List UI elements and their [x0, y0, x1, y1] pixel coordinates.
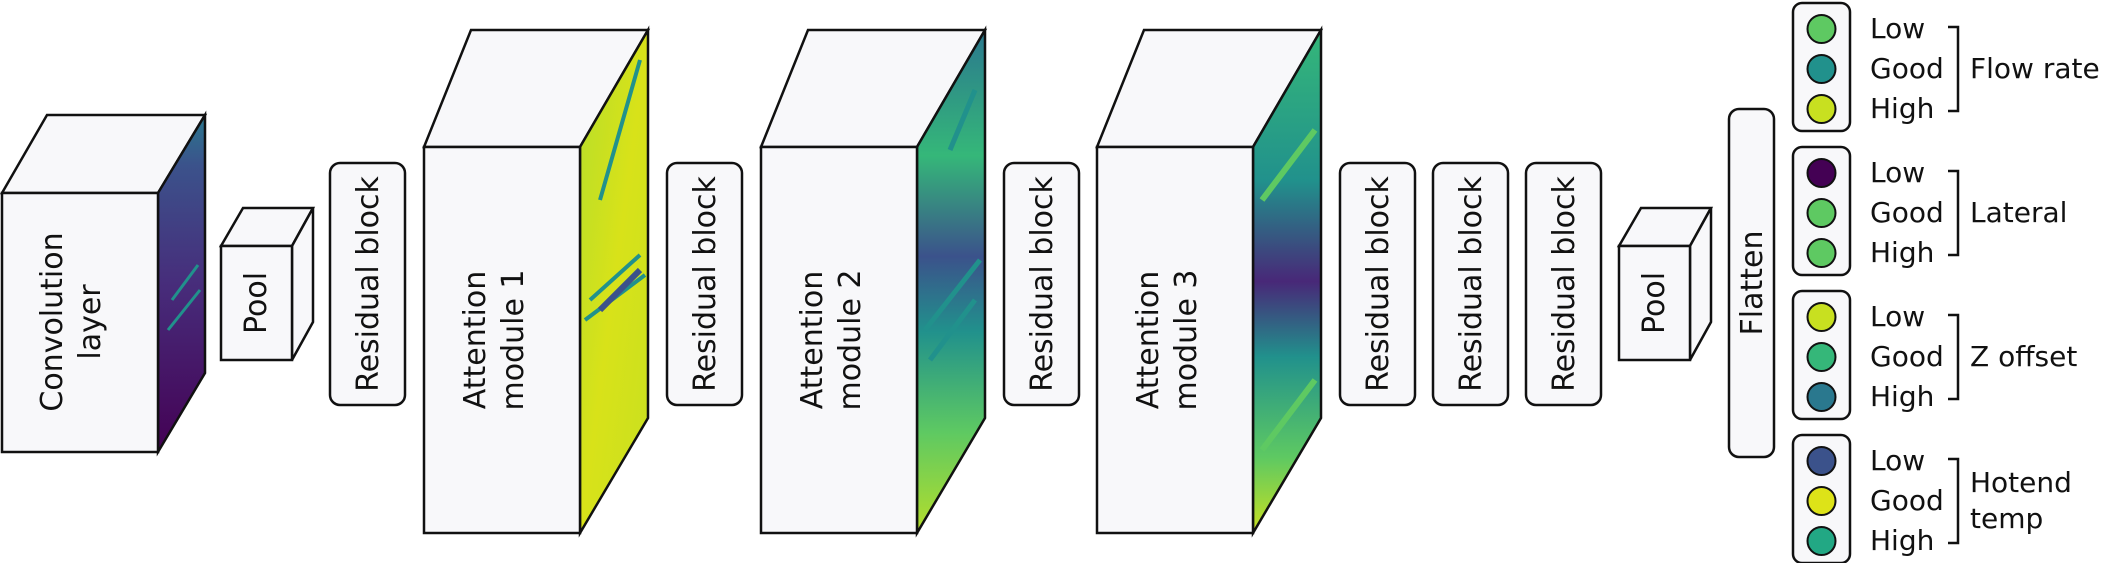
class-label: Good [1870, 340, 1944, 373]
class-indicator-circle [1808, 15, 1836, 43]
output-head-name: Flow rate [1970, 52, 2100, 85]
residual-block-1: Residual block [330, 163, 405, 405]
attention-module-3: Attention module 3 [1097, 30, 1321, 533]
group-bracket [1948, 315, 1958, 399]
conv-label-line2: layer [73, 284, 108, 360]
class-indicator-circle [1808, 303, 1836, 331]
class-label: Low [1870, 300, 1925, 333]
res2-label: Residual block [688, 175, 723, 391]
residual-block-3: Residual block [1004, 163, 1079, 405]
group-bracket [1948, 459, 1958, 543]
conv-label-line1: Convolution [35, 232, 70, 411]
class-indicator-circle [1808, 239, 1836, 267]
residual-block-5: Residual block [1433, 163, 1508, 405]
pool1-label: Pool [239, 272, 274, 334]
class-label: Low [1870, 444, 1925, 477]
residual-block-4: Residual block [1340, 163, 1415, 405]
attention-module-2: Attention module 2 [761, 30, 985, 533]
class-indicator-circle [1808, 487, 1836, 515]
class-label: Good [1870, 196, 1944, 229]
class-indicator-circle [1808, 527, 1836, 555]
class-indicator-circle [1808, 447, 1836, 475]
flatten-block: Flatten [1729, 109, 1774, 457]
res3-label: Residual block [1025, 175, 1060, 391]
pool2-label: Pool [1637, 272, 1672, 334]
residual-block-2: Residual block [667, 163, 742, 405]
output-head-name: Hotend [1970, 466, 2072, 499]
class-indicator-circle [1808, 199, 1836, 227]
class-label: High [1870, 380, 1934, 413]
att1-label-line2: module 1 [496, 269, 531, 410]
pool-2-box: Pool [1619, 208, 1711, 360]
output-head-name: temp [1970, 502, 2043, 535]
res1-label: Residual block [351, 175, 386, 391]
output-head-name: Lateral [1970, 196, 2067, 229]
attention-module-1: Attention module 1 [424, 30, 648, 533]
res6-label: Residual block [1547, 175, 1582, 391]
class-label: Good [1870, 52, 1944, 85]
class-label: Good [1870, 484, 1944, 517]
class-label: High [1870, 236, 1934, 269]
class-indicator-circle [1808, 383, 1836, 411]
class-indicator-circle [1808, 343, 1836, 371]
att3-label-line2: module 3 [1169, 269, 1204, 410]
class-label: High [1870, 92, 1934, 125]
att2-label-line2: module 2 [833, 269, 868, 410]
att3-label-line1: Attention [1131, 271, 1166, 409]
group-bracket [1948, 27, 1958, 111]
att1-label-line1: Attention [458, 271, 493, 409]
att2-label-line1: Attention [795, 271, 830, 409]
class-label: High [1870, 524, 1934, 557]
class-label: Low [1870, 12, 1925, 45]
class-indicator-circle [1808, 55, 1836, 83]
residual-block-6: Residual block [1526, 163, 1601, 405]
flatten-label: Flatten [1735, 231, 1770, 336]
pool-1-box: Pool [221, 208, 313, 360]
output-head-name: Z offset [1970, 340, 2077, 373]
class-indicator-circle [1808, 95, 1836, 123]
class-indicator-circle [1808, 159, 1836, 187]
res5-label: Residual block [1454, 175, 1489, 391]
group-bracket [1948, 171, 1958, 255]
res4-label: Residual block [1361, 175, 1396, 391]
class-label: Low [1870, 156, 1925, 189]
convolution-layer-box: Convolution layer [2, 115, 205, 452]
